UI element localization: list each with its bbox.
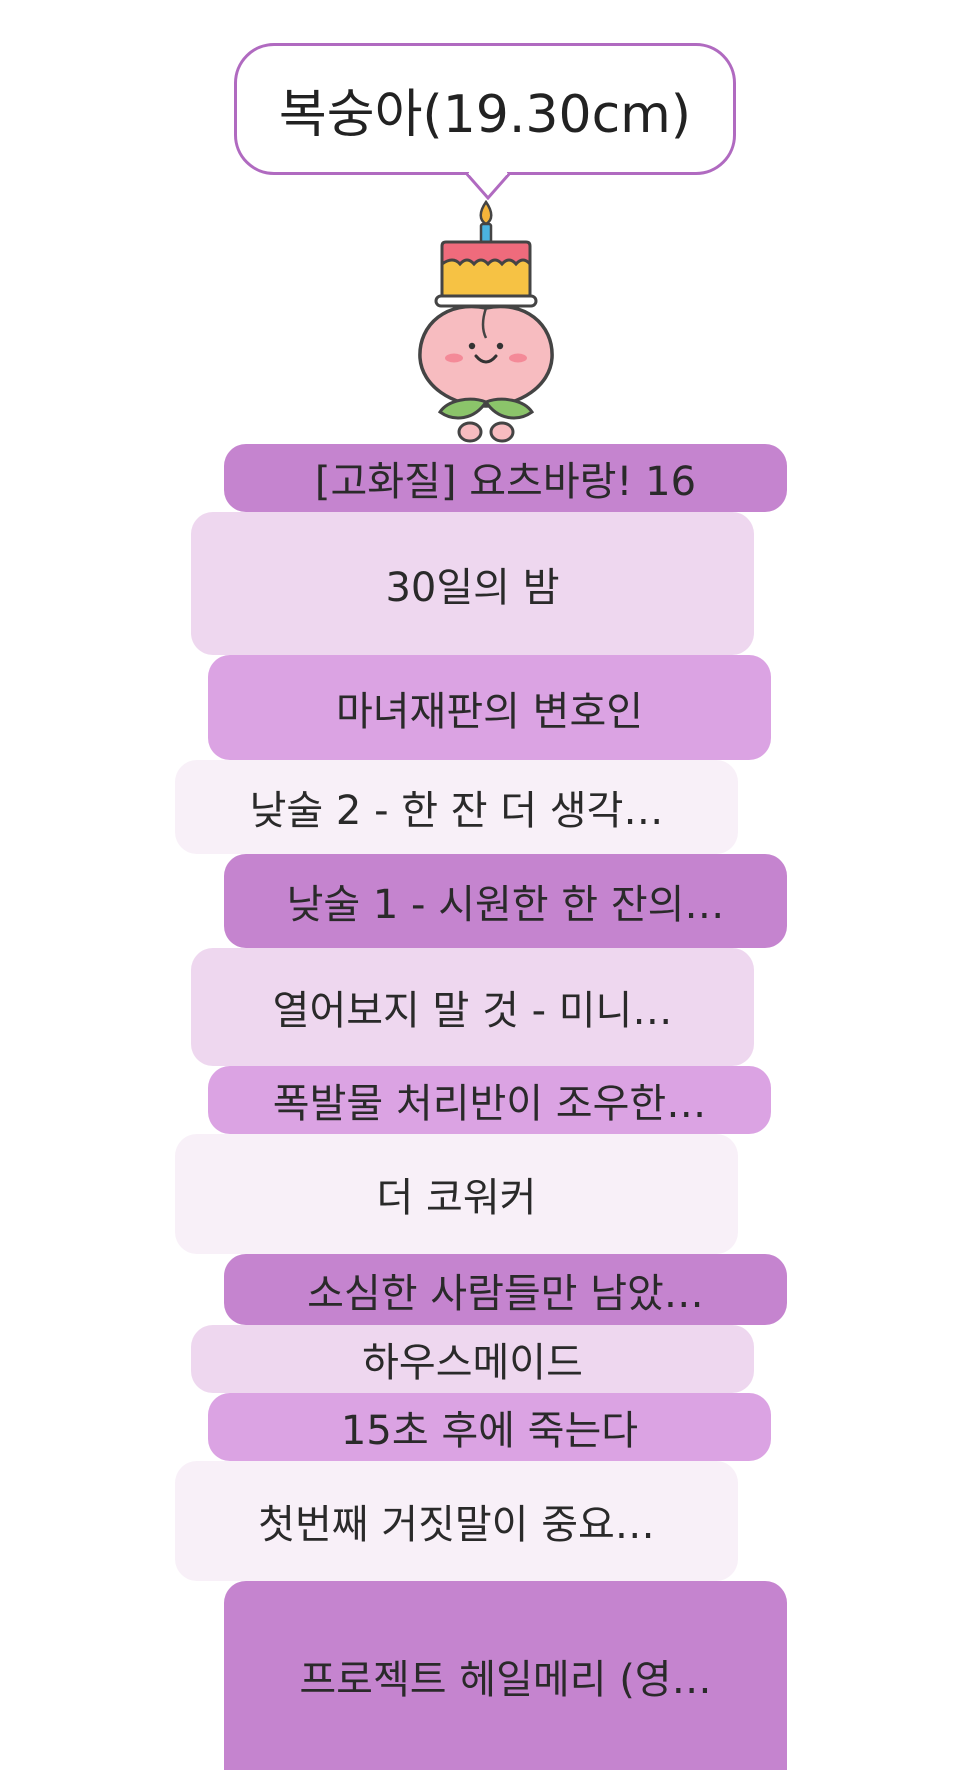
book-item[interactable]: 첫번째 거짓말이 중요… xyxy=(175,1461,738,1581)
book-title: 폭발물 처리반이 조우한… xyxy=(272,1081,707,1127)
book-title: 열어보지 말 것 - 미니… xyxy=(272,988,673,1034)
book-item[interactable]: 낮술 1 - 시원한 한 잔의… xyxy=(224,854,787,948)
book-item[interactable]: 프로젝트 헤일메리 (영… xyxy=(224,1581,787,1770)
book-title: 30일의 밤 xyxy=(385,564,560,611)
book-item[interactable]: 열어보지 말 것 - 미니… xyxy=(191,948,754,1066)
book-title: 첫번째 거짓말이 중요… xyxy=(258,1502,655,1548)
book-item[interactable]: 30일의 밤 xyxy=(191,512,754,655)
page-title: 복숭아(19.30cm) xyxy=(278,84,692,145)
book-item[interactable]: 더 코워커 xyxy=(175,1134,738,1254)
book-title: 소심한 사람들만 남았… xyxy=(307,1270,704,1317)
book-title: 마녀재판의 변호인 xyxy=(335,688,644,735)
book-title: 프로젝트 헤일메리 (영… xyxy=(299,1656,712,1703)
book-title: [고화질] 요츠바랑! 16 xyxy=(314,459,697,505)
book-item[interactable]: 폭발물 처리반이 조우한… xyxy=(208,1066,771,1134)
bubble-tail xyxy=(466,172,510,200)
book-item[interactable]: 마녀재판의 변호인 xyxy=(208,655,771,760)
book-title: 15초 후에 죽는다 xyxy=(340,1408,639,1454)
title-bubble: 복숭아(19.30cm) xyxy=(234,43,736,175)
book-item[interactable]: 15초 후에 죽는다 xyxy=(208,1393,771,1461)
book-title: 더 코워커 xyxy=(376,1175,537,1221)
book-item[interactable]: 하우스메이드 xyxy=(191,1325,754,1393)
book-item[interactable]: [고화질] 요츠바랑! 16 xyxy=(224,444,787,512)
birthday-cake-peach-icon xyxy=(418,199,554,443)
book-title: 낮술 2 - 한 잔 더 생각… xyxy=(249,788,664,834)
book-title: 하우스메이드 xyxy=(362,1340,583,1386)
book-item[interactable]: 낮술 2 - 한 잔 더 생각… xyxy=(175,760,738,854)
book-item[interactable]: 소심한 사람들만 남았… xyxy=(224,1254,787,1325)
book-title: 낮술 1 - 시원한 한 잔의… xyxy=(286,882,725,928)
